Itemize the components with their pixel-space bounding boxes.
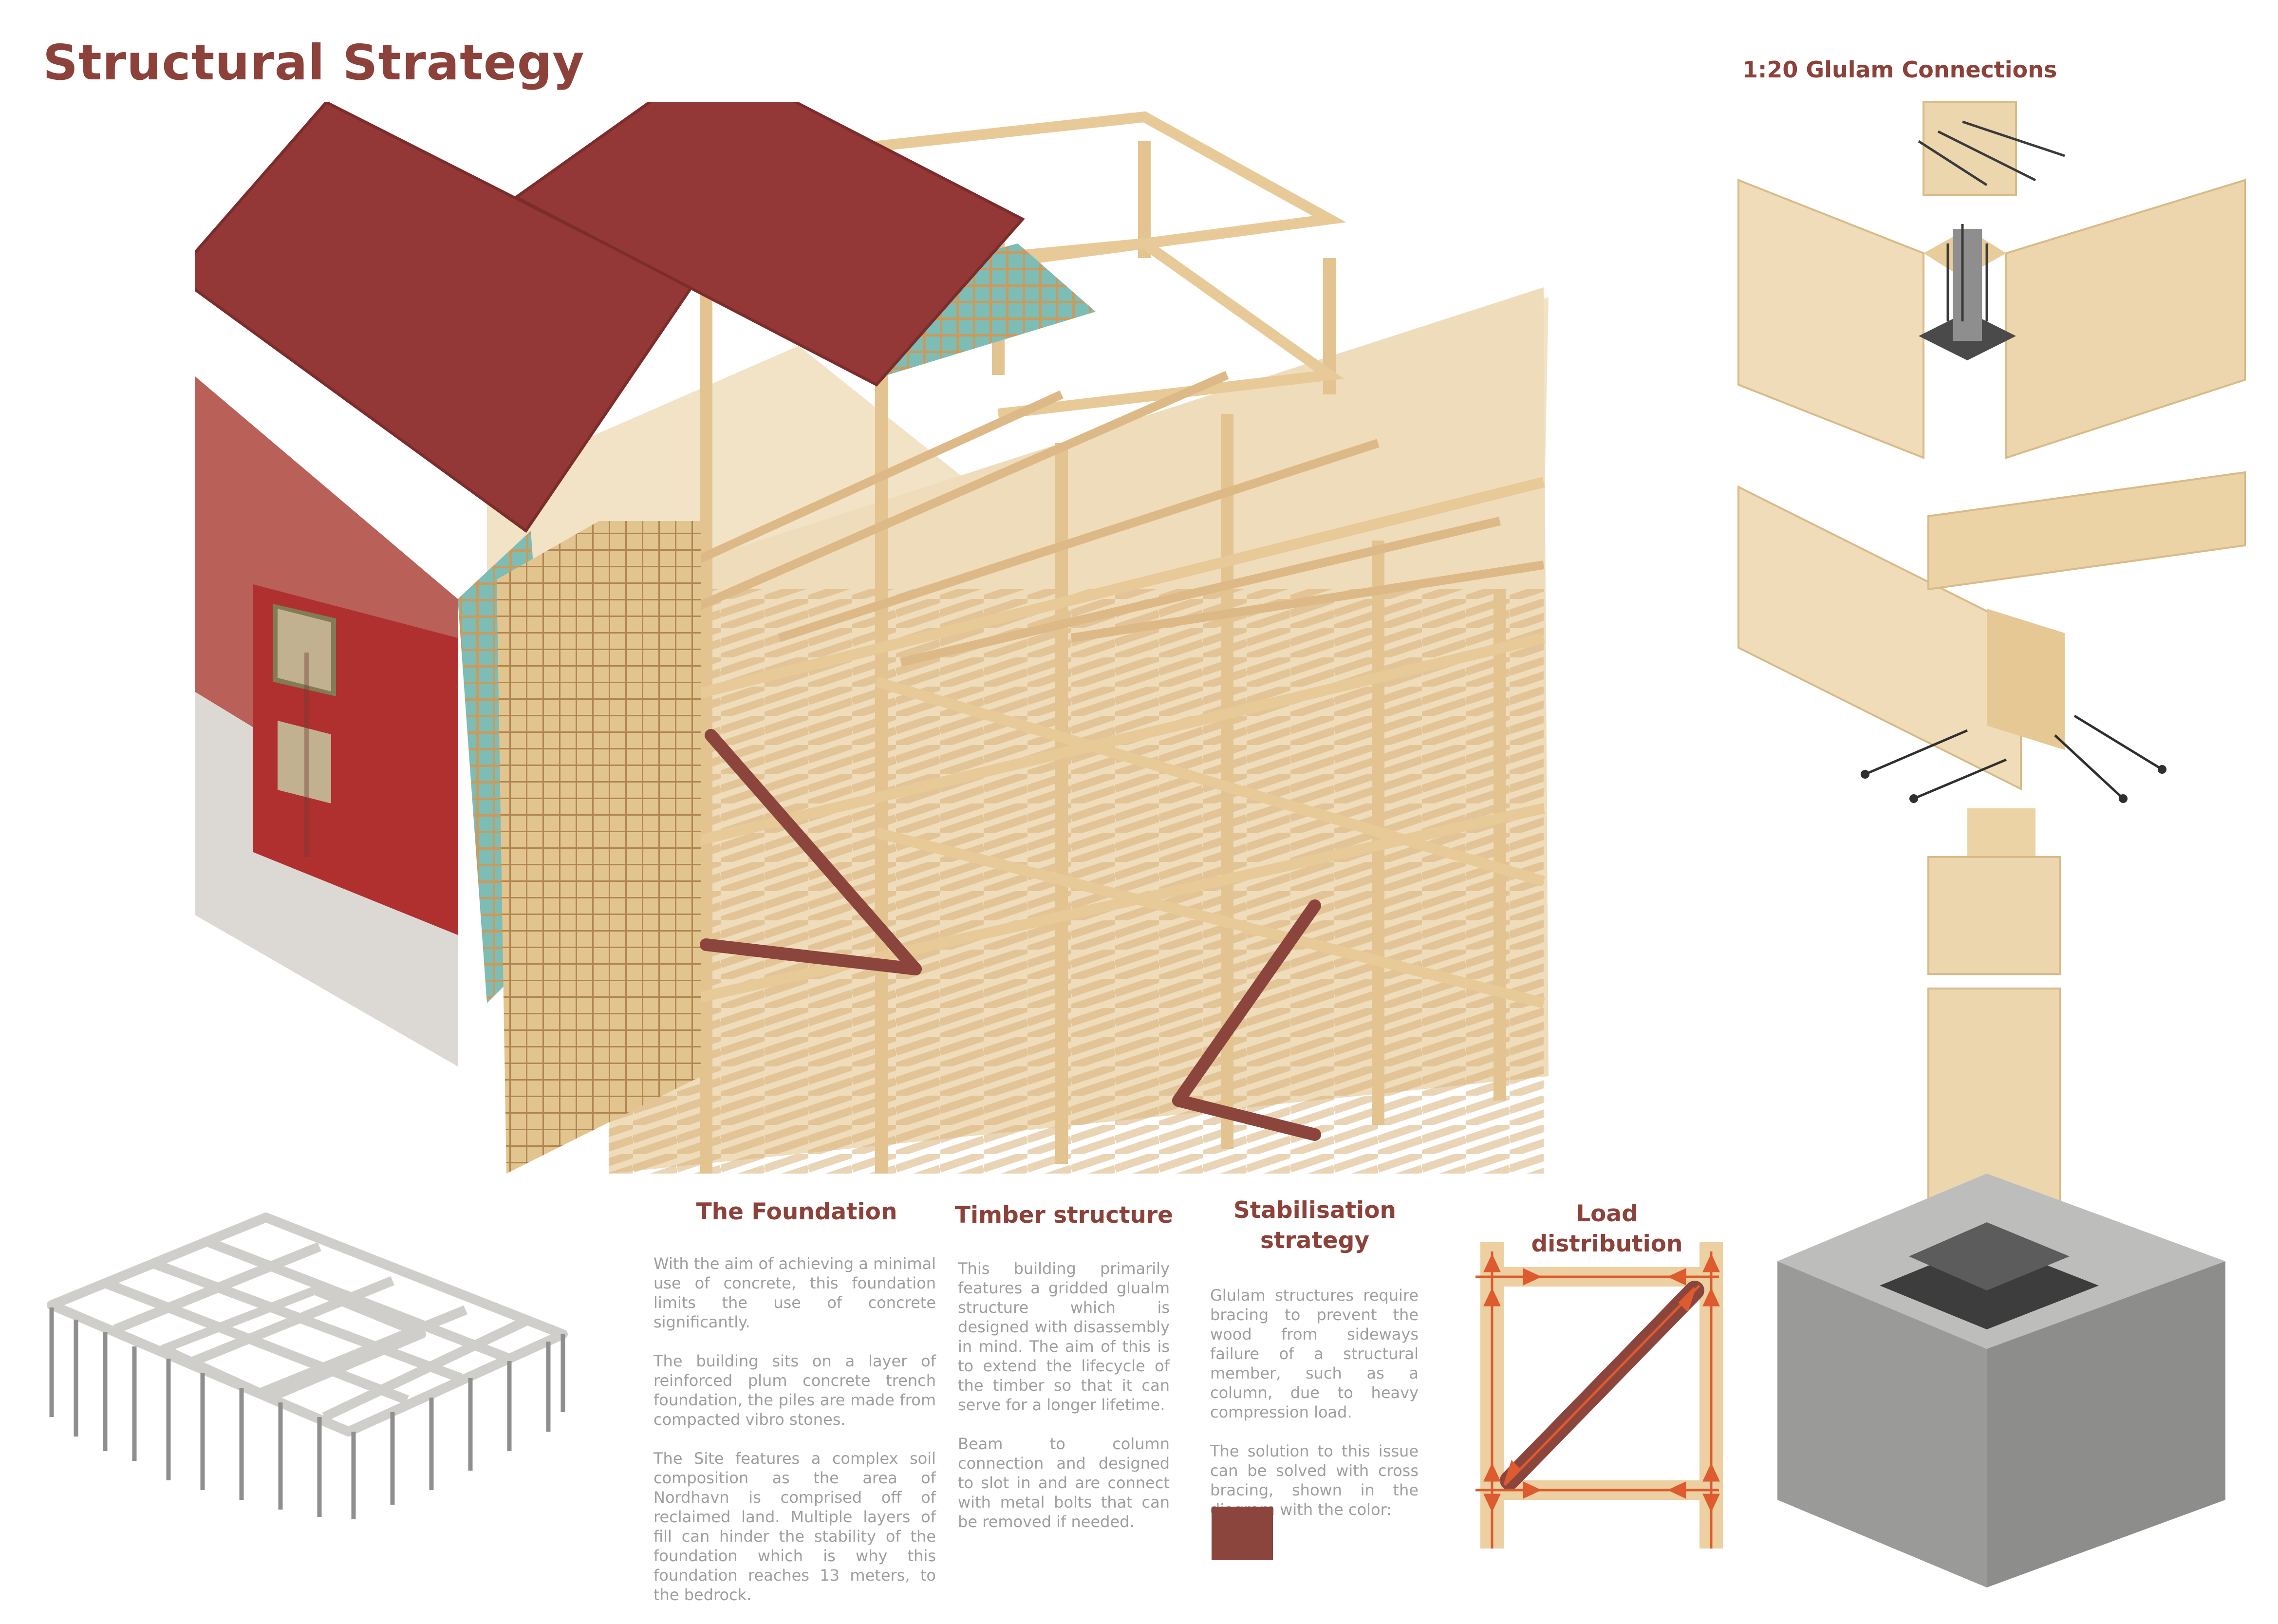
timber-paragraph: This building primarily features a gridd… — [958, 1259, 1170, 1414]
column-foundation-detail — [1777, 988, 2225, 1587]
timber-paragraph: Beam to column connection and designed t… — [958, 1435, 1170, 1531]
bracing-colour-swatch — [1212, 1507, 1273, 1560]
timber-heading: Timber structure — [954, 1202, 1174, 1229]
timber-frame — [487, 111, 1549, 1174]
foundation-paragraph: The building sits on a layer of reinforc… — [654, 1352, 936, 1429]
connections-title: 1:20 Glulam Connections — [1742, 56, 2057, 83]
foundation-paragraph: With the aim of achieving a minimal use … — [654, 1254, 936, 1331]
facade — [195, 376, 458, 1066]
cross-bracing — [700, 729, 1321, 1141]
stabilisation-text: Glulam structures require bracing to pre… — [1210, 1286, 1419, 1539]
load-distribution-diagram — [1475, 1242, 1723, 1549]
foundation-text: With the aim of achieving a minimal use … — [654, 1254, 936, 1624]
roof-right-plane — [513, 102, 1025, 387]
slotted-beam-detail — [1737, 471, 2246, 975]
building-axonometric-illustration — [195, 102, 1549, 1174]
foundation-paragraph: The Site features a complex soil composi… — [654, 1449, 936, 1604]
foundation-grid-illustration — [47, 1213, 568, 1519]
load-distribution-heading: Load distribution — [1531, 1200, 1683, 1257]
stabilisation-paragraph: The solution to this issue can be solved… — [1210, 1442, 1419, 1519]
stabilisation-paragraph: Glulam structures require bracing to pre… — [1210, 1286, 1419, 1421]
wood-fibre-layer — [497, 521, 701, 1174]
timber-text: This building primarily features a gridd… — [958, 1259, 1170, 1551]
foundation-heading: The Foundation — [696, 1198, 897, 1225]
page-title: Structural Strategy — [43, 34, 585, 91]
stabilisation-heading: Stabilisation strategy — [1233, 1197, 1397, 1254]
corner-connection-detail — [1737, 101, 2246, 459]
glulam-connection-details — [1737, 101, 2246, 1587]
